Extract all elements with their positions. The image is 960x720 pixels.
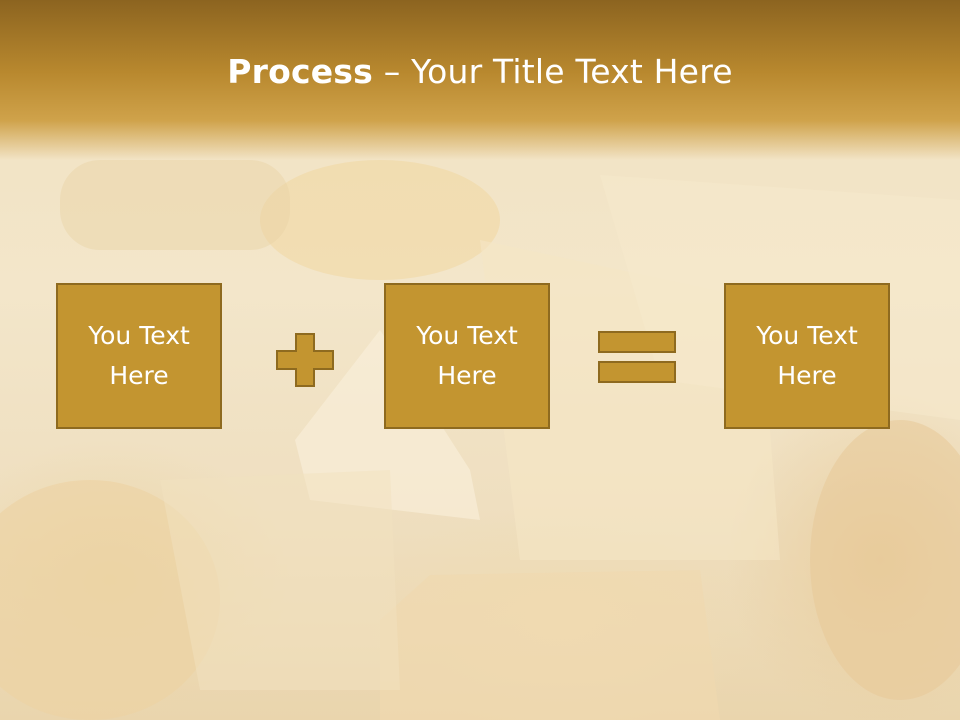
process-box-3[interactable]: You Text Here bbox=[724, 283, 890, 429]
process-box-2-label: You Text Here bbox=[416, 321, 518, 390]
slide-title[interactable]: Process – Your Title Text Here bbox=[0, 52, 960, 91]
plus-icon bbox=[276, 333, 334, 387]
process-box-1[interactable]: You Text Here bbox=[56, 283, 222, 429]
title-dash: – bbox=[373, 52, 412, 91]
process-box-3-label: You Text Here bbox=[756, 321, 858, 390]
process-box-1-label: You Text Here bbox=[88, 321, 190, 390]
title-bold: Process bbox=[227, 52, 373, 91]
title-rest: Your Title Text Here bbox=[411, 52, 733, 91]
title-bar bbox=[0, 0, 960, 160]
process-box-2[interactable]: You Text Here bbox=[384, 283, 550, 429]
equals-icon bbox=[598, 331, 676, 383]
